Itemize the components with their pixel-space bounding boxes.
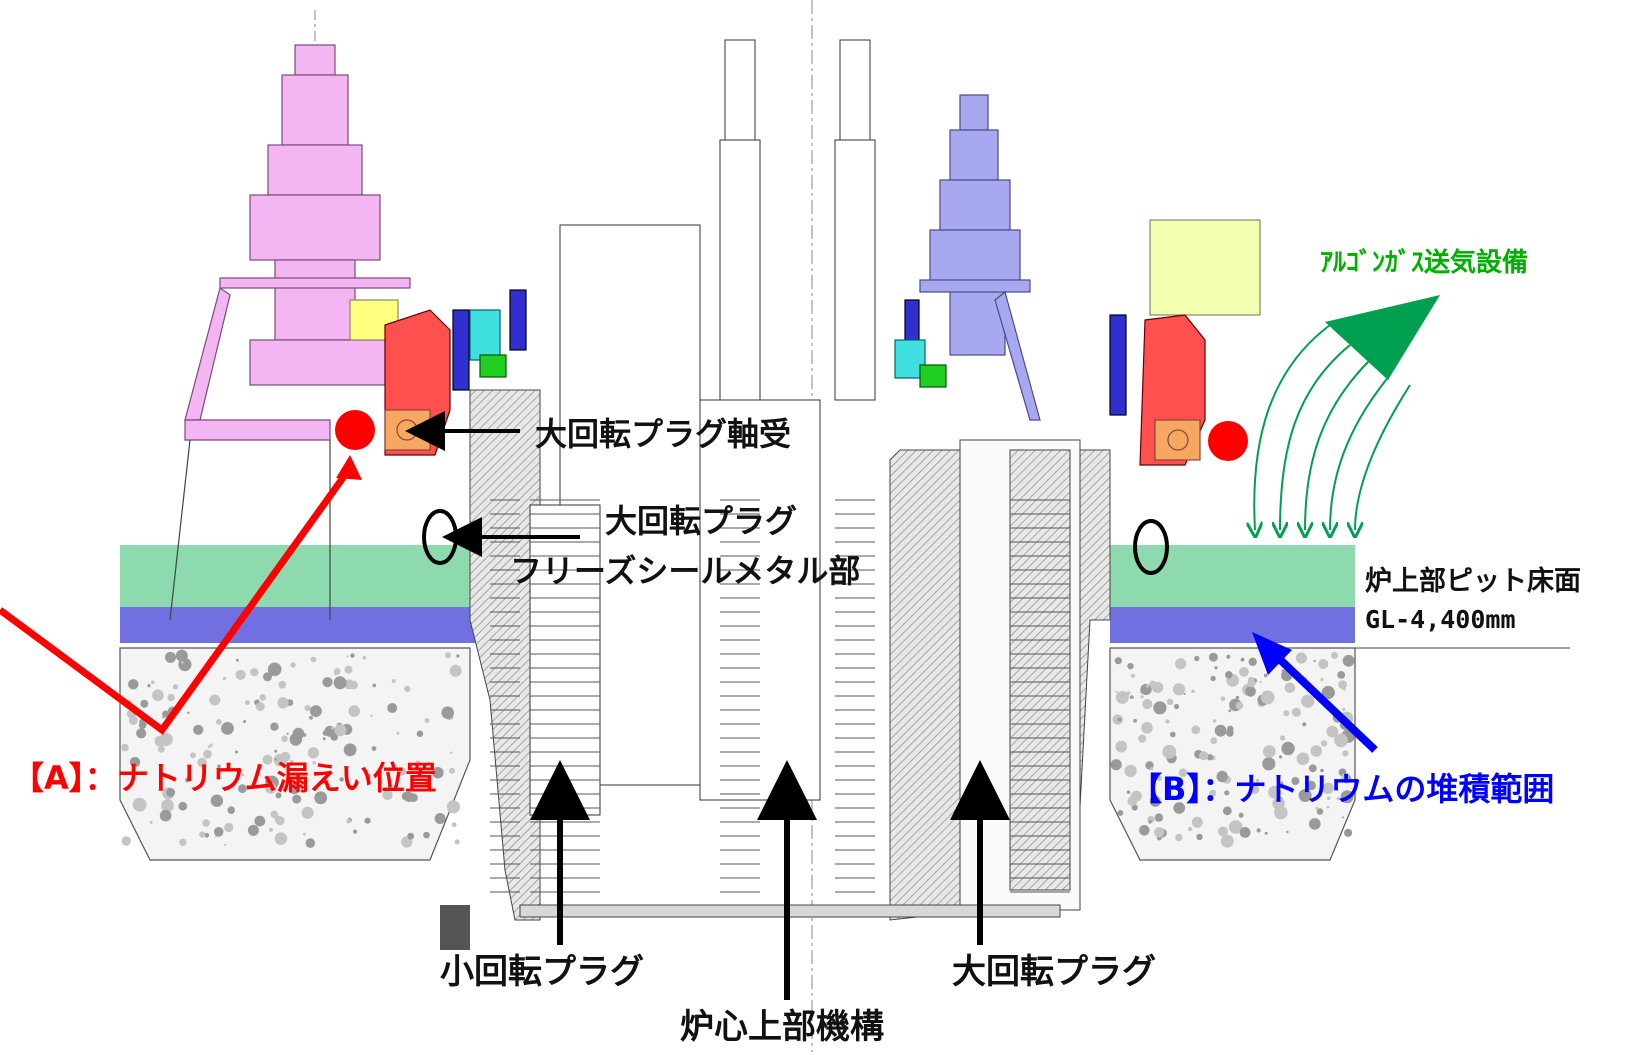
label-large-plug-bearing: 大回転プラグ軸受: [535, 415, 792, 453]
right-bearing-block: [894, 219, 1261, 466]
label-deposit-range: 【B】：ナトリウムの堆積範囲: [1130, 770, 1555, 808]
pit-floor-band: [1110, 545, 1355, 607]
pit-floor-band: [120, 545, 480, 607]
right-handling-machine: [919, 94, 1041, 421]
label-pit-floor-line2: GL-4,400mm: [1365, 605, 1516, 634]
label-large-rotating-plug: 大回転プラグ: [952, 952, 1156, 992]
large-rotating-plug-body: [889, 439, 1111, 921]
concrete-floor: [119, 647, 1356, 861]
argon-gas-flow-arrows: [1254, 324, 1411, 530]
label-core-upper-structure: 炉心上部機構: [680, 1007, 884, 1047]
label-leak-position: 【A】：ナトリウム漏えい位置: [12, 759, 437, 797]
label-pit-floor-line1: 炉上部ピット床面: [1365, 566, 1581, 597]
label-freeze-seal-line2: フリーズシールメタル部: [510, 552, 861, 590]
floor-band-blue: [120, 607, 480, 643]
leak-marker-left: [335, 410, 375, 450]
small-rotating-plug-body: [469, 389, 541, 921]
leak-indicator-line: [0, 465, 353, 735]
deposit-arrow: [1267, 647, 1378, 753]
leak-marker-right: [1208, 421, 1248, 461]
label-freeze-seal-line1: 大回転プラグ: [605, 502, 798, 540]
left-clamp: [440, 905, 470, 950]
freeze-seal-circle-right: [1133, 519, 1169, 575]
left-handling-machine: [169, 44, 411, 621]
label-argon-gas: ｱﾙｺﾞﾝｶﾞｽ送気設備: [1320, 248, 1529, 278]
floor-band-blue: [1110, 607, 1355, 643]
label-small-rotating-plug: 小回転プラグ: [440, 952, 644, 992]
argon-gas-triangle: [1325, 295, 1440, 380]
